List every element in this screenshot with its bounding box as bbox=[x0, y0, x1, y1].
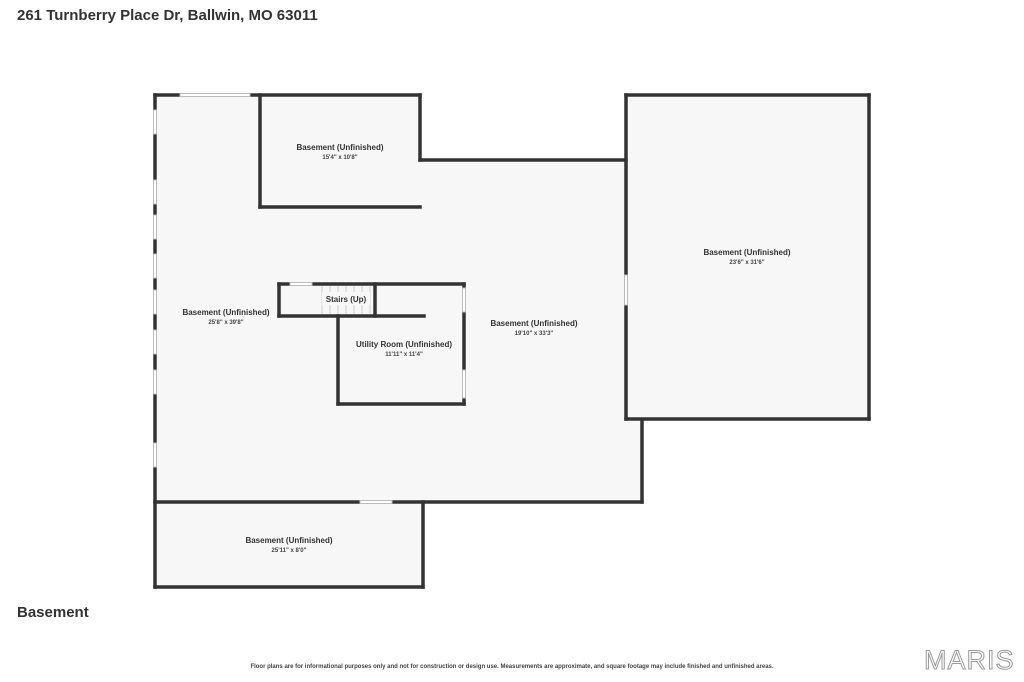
property-address: 261 Turnberry Place Dr, Ballwin, MO 6301… bbox=[17, 7, 318, 24]
walls bbox=[153, 93, 871, 589]
east-room-floor bbox=[626, 95, 869, 419]
windows bbox=[153, 93, 628, 504]
stairs-label: Stairs (Up) bbox=[326, 295, 367, 304]
stairs-label-bg bbox=[322, 292, 370, 305]
room-dims: 19'10" x 33'3" bbox=[515, 331, 554, 337]
disclaimer-text: Floor plans are for informational purpos… bbox=[250, 664, 774, 670]
room-name: Utility Room (Unfinished) bbox=[356, 340, 452, 349]
room-name: Basement (Unfinished) bbox=[245, 536, 332, 545]
room-dims: 11'11" x 11'4" bbox=[385, 352, 423, 358]
room-name: Basement (Unfinished) bbox=[703, 248, 790, 257]
room-dims: 15'4" x 10'8" bbox=[322, 155, 357, 161]
room-dims: 23'6" x 31'6" bbox=[729, 260, 764, 266]
maris-logo: MARIS bbox=[924, 645, 1015, 676]
room-name: Basement (Unfinished) bbox=[182, 308, 269, 317]
south-room-floor bbox=[155, 502, 423, 587]
room-name: Basement (Unfinished) bbox=[490, 319, 577, 328]
room-dims: 25'11" x 8'0" bbox=[272, 548, 307, 554]
room-dims: 25'8" x 39'8" bbox=[208, 320, 243, 326]
floor-label: Basement bbox=[17, 604, 89, 621]
main-floor-area bbox=[155, 95, 642, 502]
room-name: Basement (Unfinished) bbox=[296, 143, 383, 152]
